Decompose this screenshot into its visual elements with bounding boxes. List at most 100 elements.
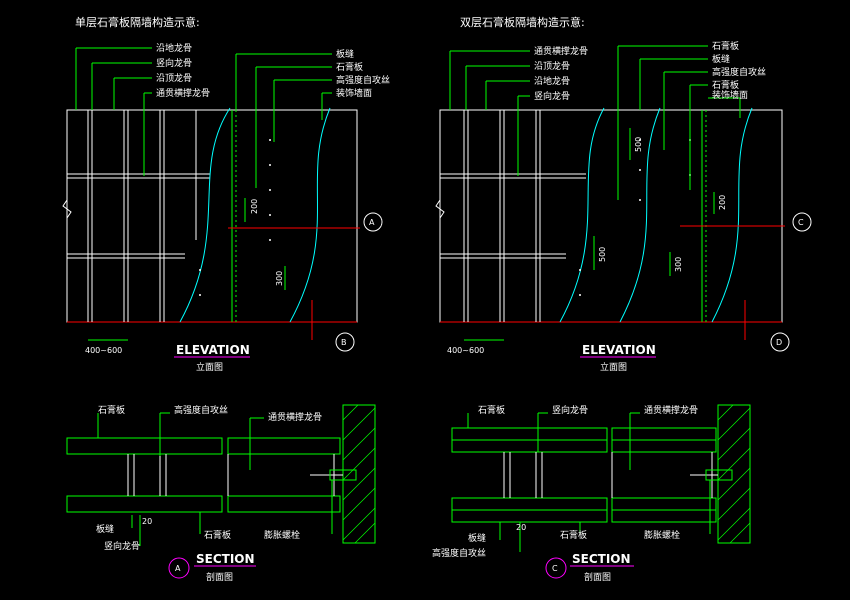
left-board-edge-2: [289, 107, 331, 323]
right-section: 石膏板 竖向龙骨 通贯横撑龙骨 板缝 石膏板 高强度自攻丝 膨胀螺栓 20 C …: [432, 404, 751, 583]
right-dim-200: 200: [718, 195, 727, 210]
right-section-label-4: 板缝: [468, 532, 486, 544]
left-section-bolt-head: [329, 469, 357, 481]
marker-c-circle: [792, 212, 812, 232]
left-right-callout-1: 板缝: [336, 48, 354, 60]
marker-a-circle: [363, 212, 383, 232]
left-wall-hatch: [342, 404, 376, 544]
right-break-symbol: [435, 199, 445, 219]
left-section-label-5: 竖向龙骨: [104, 540, 140, 552]
left-section-label-4: 板缝: [96, 523, 114, 535]
left-section-marker: [168, 557, 190, 579]
right-section-bolt-head: [705, 469, 733, 481]
left-studs: [87, 110, 197, 322]
left-section: 石膏板 高强度自攻丝 通贯横撑龙骨 板缝 竖向龙骨 石膏板 膨胀螺栓 20 A …: [66, 404, 376, 583]
right-right-callout-4: 石膏板: [712, 79, 739, 91]
left-elevation-title: ELEVATION: [176, 343, 250, 357]
right-board-edge-1: [559, 107, 605, 323]
right-right-callout-1: 石膏板: [712, 40, 739, 52]
marker-d-label: D: [776, 338, 782, 347]
marker-c-label: C: [798, 218, 804, 227]
left-right-callout-3: 高强度自攻丝: [336, 74, 390, 86]
right-section-board-bot-d: [611, 509, 717, 523]
right-section-label-2: 竖向龙骨: [552, 404, 588, 416]
right-right-callout-leaders: [617, 45, 741, 200]
left-title: 单层石膏板隔墙构造示意:: [75, 15, 200, 29]
left-section-board-bot-2: [227, 495, 341, 513]
left-elevation: 单层石膏板隔墙构造示意:: [62, 15, 390, 373]
right-spacing: 400~600: [447, 346, 484, 355]
right-section-board-bot-c: [611, 497, 717, 511]
right-board-edge-3: [711, 107, 753, 323]
left-break-symbol: [62, 199, 72, 219]
left-section-board-bot-1: [66, 495, 223, 513]
left-board-edge-1: [179, 107, 231, 323]
right-wall-hatch: [717, 404, 751, 544]
right-section-board-top-c: [611, 427, 717, 441]
left-callout-4: 通贯横撑龙骨: [156, 87, 210, 99]
left-callout-3: 沿顶龙骨: [156, 72, 192, 84]
right-section-wall: [717, 404, 751, 544]
right-elevation-title: ELEVATION: [582, 343, 656, 357]
left-callout-leaders: [75, 47, 152, 176]
left-wall-outline: [66, 109, 358, 323]
right-title: 双层石膏板隔墙构造示意:: [460, 15, 585, 29]
right-callout-leaders: [449, 50, 530, 176]
left-section-board-top-2: [227, 437, 341, 455]
right-section-leaders: [467, 412, 711, 552]
right-right-callout-2: 板缝: [712, 53, 730, 65]
left-section-dim: 20: [142, 517, 152, 526]
left-screws: [199, 139, 271, 296]
right-section-label-6: 高强度自攻丝: [432, 547, 486, 559]
right-section-label-1: 石膏板: [478, 404, 505, 416]
right-dim-300: 300: [674, 257, 683, 272]
right-section-label-3: 通贯横撑龙骨: [644, 404, 698, 416]
left-right-callout-leaders: [235, 53, 332, 188]
marker-b-circle: [335, 332, 355, 352]
left-section-studs: [127, 454, 167, 496]
right-section-board-top-b: [451, 439, 608, 453]
right-right-callout-5: 装饰墙面: [712, 89, 748, 101]
left-section-label-6: 石膏板: [204, 529, 231, 541]
left-spacing: 400~600: [85, 346, 122, 355]
right-elevation: 双层石膏板隔墙构造示意: C: [435, 15, 812, 373]
left-dim-300: 300: [275, 271, 284, 286]
right-callout-2: 沿顶龙骨: [534, 60, 570, 72]
right-section-marker: [545, 557, 567, 579]
left-elevation-cn: 立面图: [196, 361, 223, 373]
left-section-label-1: 石膏板: [98, 404, 125, 416]
right-section-label-5: 石膏板: [560, 529, 587, 541]
right-section-marker-label: C: [552, 564, 558, 573]
left-section-board-top-1: [66, 437, 223, 455]
marker-b-label: B: [341, 338, 347, 347]
left-right-callout-2: 石膏板: [336, 61, 363, 73]
right-section-dim: 20: [516, 523, 526, 532]
left-section-label-2: 高强度自攻丝: [174, 404, 228, 416]
right-dim-500-bot: 500: [598, 247, 607, 262]
right-studs: [463, 110, 541, 322]
right-dim-500-top: 500: [634, 137, 643, 152]
marker-a-label: A: [369, 218, 375, 227]
right-section-board-top-a: [451, 427, 608, 441]
left-section-label-3: 通贯横撑龙骨: [268, 411, 322, 423]
left-callout-1: 沿地龙骨: [156, 42, 192, 54]
left-section-marker-label: A: [175, 564, 181, 573]
right-board-edge-2: [619, 107, 661, 323]
right-section-cn: 剖面图: [584, 571, 611, 583]
right-section-board-bot-b: [451, 509, 608, 523]
right-horizontal-channels: [440, 173, 586, 259]
left-right-callout-4: 装饰墙面: [336, 87, 372, 99]
left-horizontal-channels: [67, 173, 210, 259]
left-section-title: SECTION: [196, 552, 255, 566]
right-callout-3: 沿地龙骨: [534, 75, 570, 87]
right-elevation-cn: 立面图: [600, 361, 627, 373]
left-dim-200: 200: [250, 199, 259, 214]
marker-d-circle: [770, 332, 790, 352]
right-section-studs: [503, 452, 713, 498]
right-section-title: SECTION: [572, 552, 631, 566]
right-callout-1: 通贯横撑龙骨: [534, 45, 588, 57]
left-section-wall: [342, 404, 376, 544]
left-section-cn: 剖面图: [206, 571, 233, 583]
left-section-leaders: [97, 412, 333, 546]
